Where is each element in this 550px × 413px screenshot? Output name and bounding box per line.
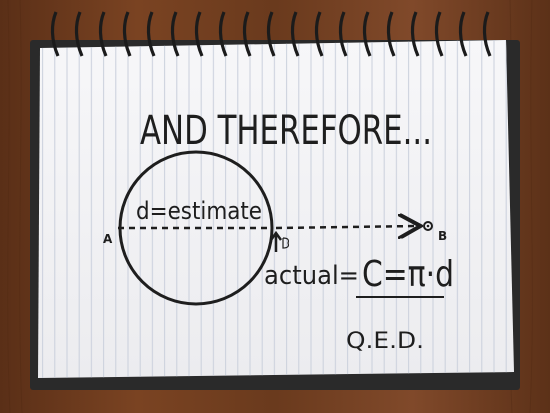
notebook-page — [38, 40, 514, 378]
diameter-label: d=estimate — [136, 197, 262, 225]
estimated-b-mark-icon — [282, 237, 290, 249]
target-point-b-dot — [426, 224, 430, 228]
circumference-formula: C=π·d — [362, 254, 454, 295]
extension-dashed-arrow — [275, 226, 418, 228]
heading-text: AND THEREFORE... — [140, 108, 432, 154]
qed-text: Q.E.D. — [346, 329, 424, 354]
actual-label: actual= — [264, 261, 359, 291]
up-arrow-icon — [269, 230, 283, 252]
point-a-label: A — [103, 232, 113, 246]
spiral-binding — [50, 11, 492, 57]
point-b-label: B — [438, 229, 447, 243]
target-point-b-marker — [423, 221, 433, 231]
circle-diagram — [118, 150, 433, 306]
